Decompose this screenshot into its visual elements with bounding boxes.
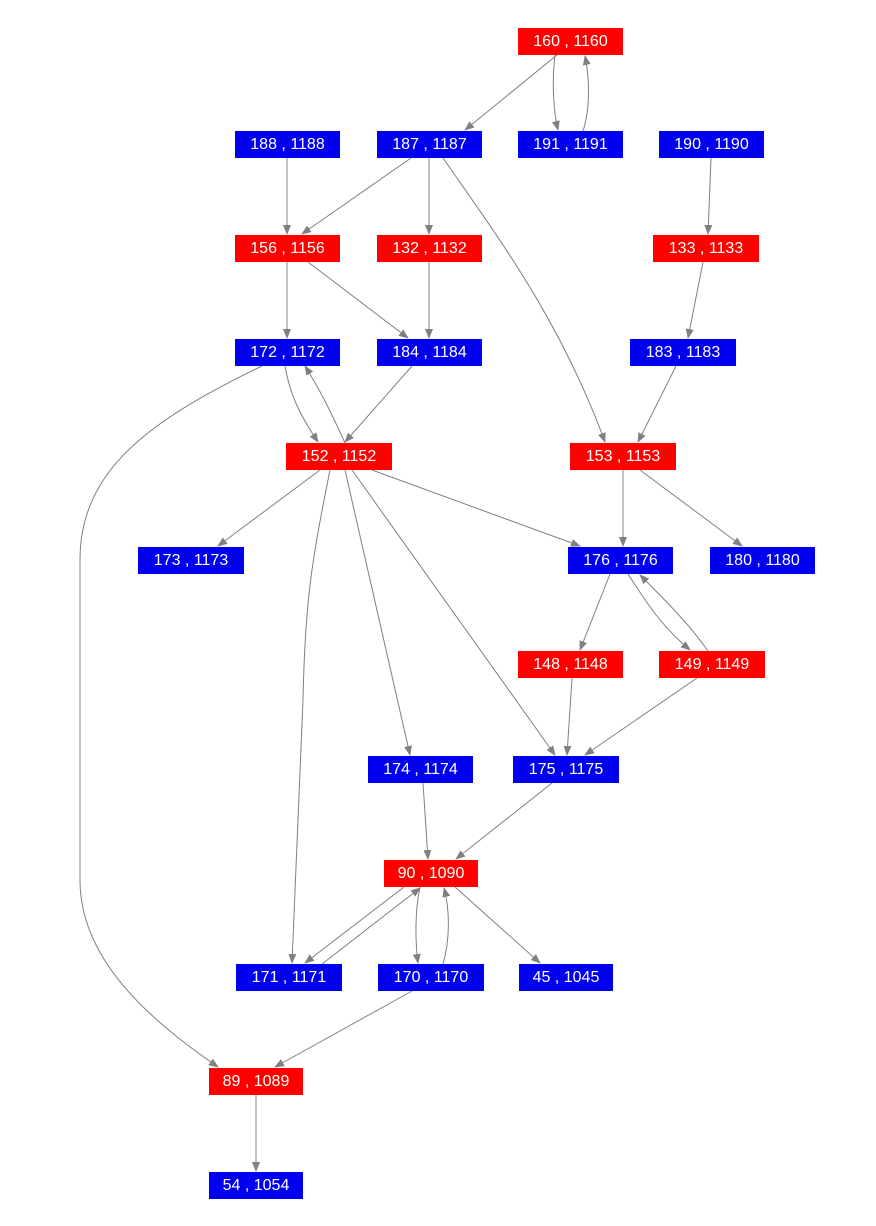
edge-183-to-153	[637, 365, 677, 443]
edge-160-to-191	[551, 54, 560, 131]
node-90[interactable]: 90 , 1090	[384, 860, 478, 887]
node-149[interactable]: 149 , 1149	[659, 651, 765, 678]
edge-90-to-170	[412, 886, 421, 964]
edge-152-to-176	[371, 469, 581, 547]
edge-170-to-89	[274, 990, 413, 1068]
node-152[interactable]: 152 , 1152	[286, 443, 392, 470]
edge-172-to-152	[284, 365, 319, 443]
edge-190-to-133	[704, 157, 713, 235]
edge-176-to-149	[627, 573, 691, 651]
node-175[interactable]: 175 , 1175	[513, 756, 619, 783]
edge-160-to-187	[464, 54, 558, 131]
node-191[interactable]: 191 , 1191	[518, 131, 623, 158]
node-188[interactable]: 188 , 1188	[235, 131, 340, 158]
edge-184-to-152	[344, 365, 413, 443]
edge-152-to-175	[351, 469, 556, 756]
edge-152-to-171	[288, 469, 331, 964]
node-45[interactable]: 45 , 1045	[519, 964, 613, 991]
edge-175-to-90	[455, 782, 553, 860]
node-171[interactable]: 171 , 1171	[236, 964, 342, 991]
node-132[interactable]: 132 , 1132	[377, 235, 482, 262]
edge-171-to-90	[321, 887, 421, 965]
edge-133-to-183	[685, 261, 704, 339]
node-184[interactable]: 184 , 1184	[377, 339, 482, 366]
edge-191-to-160	[582, 55, 591, 132]
node-176[interactable]: 176 , 1176	[568, 547, 673, 574]
edge-90-to-45	[454, 886, 541, 964]
node-54[interactable]: 54 , 1054	[209, 1172, 303, 1199]
edge-149-to-175	[584, 677, 698, 756]
edge-172-to-89	[79, 365, 263, 1068]
edge-152-to-172	[304, 365, 346, 444]
node-190[interactable]: 190 , 1190	[659, 131, 764, 158]
edge-156-to-184	[307, 261, 409, 339]
node-148[interactable]: 148 , 1148	[518, 651, 623, 678]
edge-152-to-174	[344, 469, 412, 756]
node-174[interactable]: 174 , 1174	[368, 756, 473, 783]
edge-170-to-90	[442, 887, 451, 965]
node-89[interactable]: 89 , 1089	[209, 1068, 303, 1095]
node-180[interactable]: 180 , 1180	[710, 547, 815, 574]
node-172[interactable]: 172 , 1172	[235, 339, 340, 366]
edge-148-to-175	[563, 677, 573, 756]
edge-152-to-173	[217, 469, 321, 547]
edge-174-to-90	[422, 782, 432, 860]
node-156[interactable]: 156 , 1156	[235, 235, 340, 262]
node-183[interactable]: 183 , 1183	[630, 339, 736, 366]
edge-90-to-171	[304, 886, 405, 964]
node-170[interactable]: 170 , 1170	[378, 964, 484, 991]
edge-187-to-153	[442, 157, 606, 443]
edge-149-to-176	[639, 574, 709, 652]
node-187[interactable]: 187 , 1187	[377, 131, 482, 158]
edge-153-to-180	[639, 469, 743, 547]
node-173[interactable]: 173 , 1173	[138, 547, 244, 574]
edge-176-to-148	[579, 573, 611, 651]
node-160[interactable]: 160 , 1160	[518, 28, 623, 55]
node-133[interactable]: 133 , 1133	[653, 235, 759, 262]
edge-187-to-156	[301, 157, 412, 235]
node-153[interactable]: 153 , 1153	[570, 443, 676, 470]
